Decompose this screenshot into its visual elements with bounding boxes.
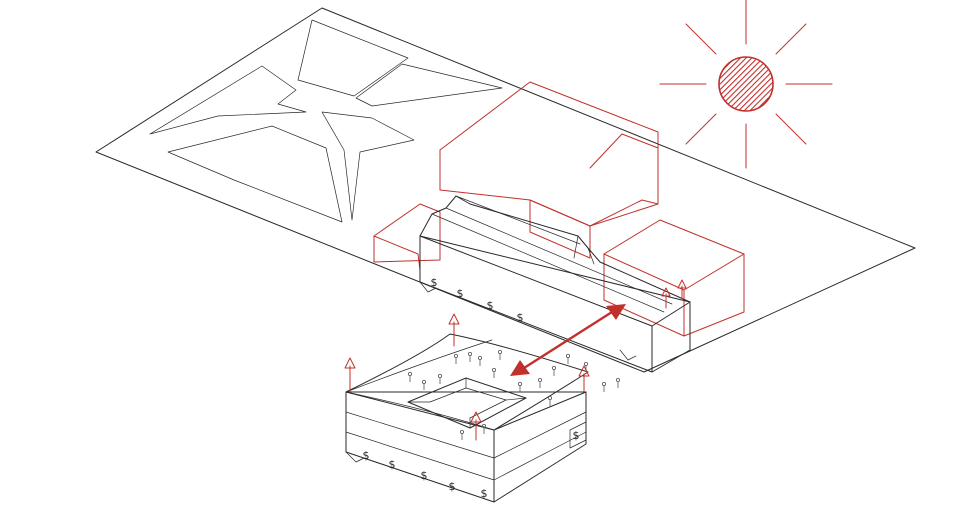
person-icon	[467, 351, 472, 362]
person-icon	[538, 377, 543, 388]
up-arrow-icon	[677, 279, 687, 301]
sun-icon	[659, 0, 833, 169]
person-icon	[518, 381, 523, 392]
courtyard-building: $ $ $ $ $ $	[345, 333, 589, 503]
person-icon	[477, 355, 482, 366]
dollar-sign: $	[421, 469, 428, 482]
person-icon	[616, 377, 621, 388]
up-arrow-icon	[448, 313, 460, 347]
person-icon	[566, 353, 571, 364]
person-icon	[407, 371, 412, 382]
person-icon	[491, 367, 496, 378]
person-icon	[453, 353, 458, 364]
slab-building: $ $ $ $	[419, 195, 691, 373]
dollar-sign: $	[449, 480, 456, 493]
dollar-sign: $	[487, 299, 494, 312]
dollar-sign: $	[389, 458, 396, 471]
dollar-sign: $	[481, 487, 488, 500]
dollar-sign: $	[457, 287, 464, 300]
person-icon	[481, 423, 486, 434]
park-paths	[149, 19, 503, 223]
up-arrow-icon	[661, 287, 671, 309]
context-buildings	[373, 81, 745, 337]
dollar-sign: $	[363, 449, 370, 462]
up-arrow-icon	[344, 357, 356, 393]
dollar-sign: $	[517, 311, 524, 324]
person-icon	[548, 395, 553, 406]
person-icon	[602, 381, 607, 392]
double-headed-arrow	[510, 304, 626, 376]
dollar-sign: $	[573, 429, 580, 442]
person-icon	[459, 429, 464, 440]
people-figures	[407, 349, 621, 440]
ground-plane	[95, 7, 916, 373]
up-arrow-icon	[470, 411, 482, 441]
upward-arrows	[344, 279, 687, 441]
person-icon	[497, 349, 502, 360]
dollar-sign: $	[431, 276, 438, 289]
person-icon	[437, 373, 442, 384]
up-arrow-icon	[578, 365, 590, 393]
person-icon	[552, 365, 557, 376]
person-icon	[421, 379, 426, 390]
